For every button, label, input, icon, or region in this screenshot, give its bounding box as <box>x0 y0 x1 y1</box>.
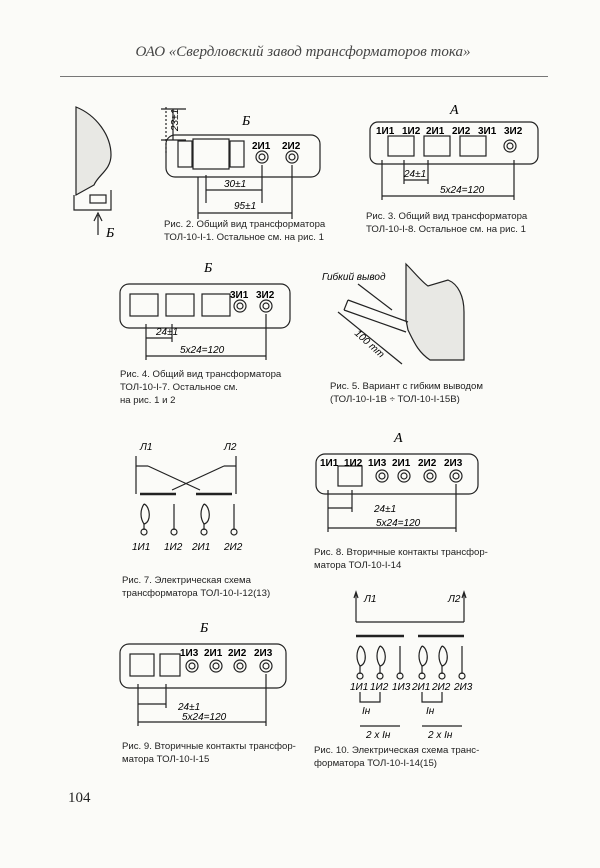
fig5-lead-label: Гибкий вывод <box>322 271 386 283</box>
fig9-caption: Рис. 9. Вторичные контакты трансфор- мат… <box>122 741 296 765</box>
figure-8-drawing: А 1И1 1И2 1И3 2И1 2И2 2И3 24±1 5x24=120 <box>315 431 479 532</box>
fig2-caption: Рис. 2. Общий вид трансформатора ТОЛ-10-… <box>164 219 326 243</box>
header-rule <box>60 76 548 77</box>
fig8-contact: 2И2 <box>418 458 437 469</box>
fig3-caption: Рис. 3. Общий вид трансформатора ТОЛ-10-… <box>366 211 528 235</box>
fig3-dim-1: 24±1 <box>403 169 426 180</box>
fig4-dim-1: 24±1 <box>155 327 178 338</box>
fig10-in-1: Iн <box>362 706 371 717</box>
fig7-caption: Рис. 7. Электрическая схема трансформато… <box>122 575 271 599</box>
fig8-dim-2: 5x24=120 <box>376 518 421 529</box>
figure-7-drawing: Л1 Л2 1И1 1И2 2И1 2И2 <box>132 442 243 553</box>
fig10-terminal: 1И2 <box>370 682 389 693</box>
fig8-view-label: А <box>393 431 403 446</box>
fig3-contact: 2И1 <box>426 126 445 137</box>
fig9-dim-1: 24±1 <box>177 702 200 713</box>
fig7-terminal: 1И2 <box>164 542 183 553</box>
fig10-in-1: Iн <box>426 706 435 717</box>
fig10-terminal: 2И3 <box>453 682 473 693</box>
fig7-l2: Л2 <box>223 442 237 453</box>
fig2-contact: 2И2 <box>282 141 301 152</box>
fig3-dim-2: 5x24=120 <box>440 185 485 196</box>
fig10-l2: Л2 <box>447 594 461 605</box>
fig3-contact: 3И2 <box>504 126 523 137</box>
fig2-dim-1: 30±1 <box>224 179 246 190</box>
fig2-view-label: Б <box>241 114 250 129</box>
fig4-caption: Рис. 4. Общий вид трансформатора ТОЛ-10-… <box>120 369 282 406</box>
fig5-dim: 100 mm <box>352 328 386 360</box>
figure-2-drawing: 23±1 Б 2И1 2И2 30±1 95±1 Б <box>73 106 321 241</box>
fig8-contact: 2И3 <box>444 458 463 469</box>
fig3-contact: 1И1 <box>376 126 395 137</box>
fig2-dim-2: 95±1 <box>234 201 256 212</box>
fig10-l1: Л1 <box>363 594 376 605</box>
fig10-in-2: 2 x Iн <box>365 730 391 741</box>
fig3-view-label: А <box>449 103 459 118</box>
fig9-contact: 2И3 <box>254 648 273 659</box>
fig10-terminal: 2И2 <box>431 682 451 693</box>
fig7-terminal: 2И1 <box>191 542 210 553</box>
fig10-in-2: 2 x Iн <box>427 730 453 741</box>
fig10-terminal: 1И1 <box>350 682 368 693</box>
fig10-terminal: 2И1 <box>411 682 430 693</box>
fig7-terminal: 2И2 <box>223 542 243 553</box>
page-header: ОАО «Свердловский завод трансформаторов … <box>135 44 471 60</box>
fig9-dim-2: 5x24=120 <box>182 712 227 723</box>
fig8-contact: 2И1 <box>392 458 411 469</box>
fig3-contact: 1И2 <box>402 126 421 137</box>
fig4-contact: 3И2 <box>256 290 275 301</box>
figure-4-drawing: Б 3И1 3И2 24±1 5x24=120 <box>119 261 291 360</box>
figure-10-drawing: Л1 Л2 1И1 1И2 1И3 2И1 2И2 2И3 Iн Iн 2 x … <box>350 590 473 741</box>
fig9-contact: 2И2 <box>228 648 247 659</box>
fig7-terminal: 1И1 <box>132 542 150 553</box>
fig4-view-label: Б <box>203 261 212 276</box>
fig8-contact: 1И1 <box>320 458 339 469</box>
fig2-dim-vertical: 23±1 <box>170 109 181 132</box>
fig9-view-label: Б <box>199 621 208 636</box>
fig8-dim-1: 24±1 <box>373 504 396 515</box>
fig9-contact: 1И3 <box>180 648 199 659</box>
figure-5-drawing: Гибкий вывод 100 mm <box>322 262 465 365</box>
page-number: 104 <box>68 790 91 806</box>
fig8-caption: Рис. 8. Вторичные контакты трансфор- мат… <box>314 547 488 571</box>
fig4-dim-2: 5x24=120 <box>180 345 225 356</box>
fig5-caption: Рис. 5. Вариант с гибким выводом (ТОЛ-10… <box>330 381 483 405</box>
fig2-arrow-label: Б <box>105 226 114 241</box>
fig10-caption: Рис. 10. Электрическая схема транс- форм… <box>314 745 480 769</box>
fig4-contact: 3И1 <box>230 290 249 301</box>
fig9-contact: 2И1 <box>204 648 223 659</box>
fig8-contact: 1И3 <box>368 458 387 469</box>
figure-3-drawing: А 1И1 1И2 2И1 2И2 3И1 3И2 24±1 5x24=120 <box>369 103 539 200</box>
fig3-contact: 3И1 <box>478 126 497 137</box>
fig8-contact: 1И2 <box>344 458 363 469</box>
fig2-contact: 2И1 <box>252 141 271 152</box>
figure-9-drawing: Б 1И3 2И1 2И2 2И3 24±1 5x24=120 <box>119 621 287 726</box>
fig3-contact: 2И2 <box>452 126 471 137</box>
fig10-terminal: 1И3 <box>392 682 411 693</box>
fig7-l1: Л1 <box>139 442 152 453</box>
